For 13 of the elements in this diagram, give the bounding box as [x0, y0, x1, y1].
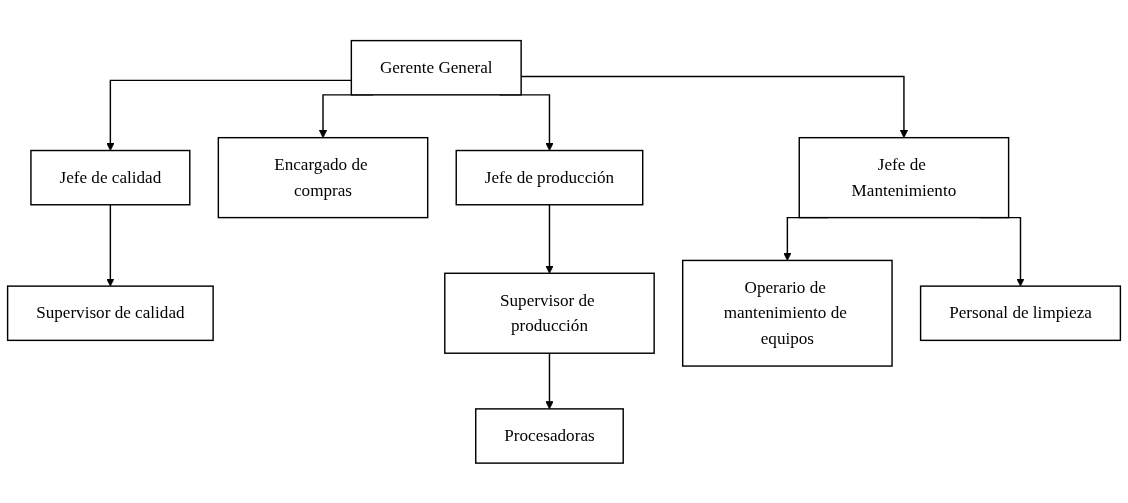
node-box: Jefe de calidad: [30, 149, 191, 206]
node-box: Encargado de compras: [217, 136, 429, 218]
arrow: [545, 203, 554, 274]
node-box: Jefe de producción: [455, 149, 644, 206]
node-box: Supervisor de calidad: [6, 285, 214, 341]
node-box: Procesadoras: [475, 407, 624, 464]
node-box: Operario de mantenimiento de equipos: [682, 259, 893, 367]
node-box: Supervisor de producción: [444, 272, 655, 354]
node-box: Jefe de Mantenimiento: [798, 136, 1010, 218]
node-box: Gerente General: [350, 39, 522, 96]
arrow: [106, 203, 115, 287]
arrow: [545, 352, 554, 409]
node-box: Personal de limpieza: [919, 285, 1122, 341]
